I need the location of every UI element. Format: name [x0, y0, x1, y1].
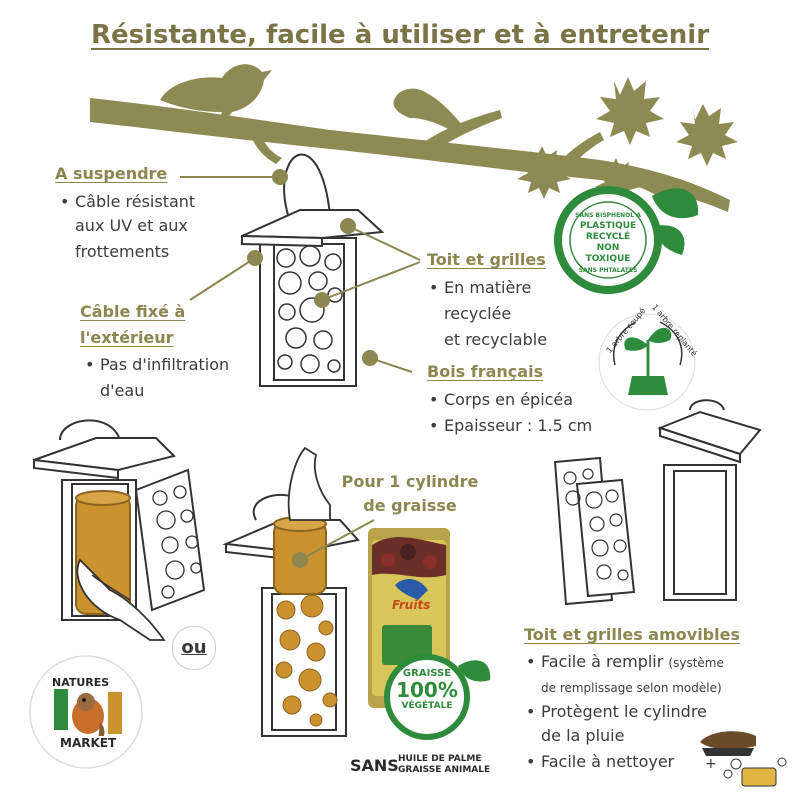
- sans-line-2: GRAISSE ANIMALE: [398, 765, 491, 775]
- cable-heading-1: Câble fixé à: [80, 302, 186, 321]
- wood-item-1: Corps en épicéa: [429, 388, 573, 412]
- roof-heading: Toit et grilles: [427, 250, 546, 269]
- soap-icon: [723, 757, 787, 787]
- cylinder-label-1: Pour 1 cylindre: [341, 472, 479, 491]
- cable-item-2: d'eau: [100, 381, 145, 400]
- fat-badge-bottom: VÉGÉTALE: [401, 701, 453, 711]
- wood-item-2: Epaisseur : 1.5 cm: [429, 414, 592, 438]
- plastic-badge-top: SANS BISPHENOL A: [575, 212, 641, 219]
- sans-line-1: HUILE DE PALME: [398, 754, 482, 764]
- removable-parts: [553, 399, 762, 606]
- or-badge: ou: [172, 626, 216, 670]
- plastic-badge-l4: TOXIQUE: [585, 254, 631, 264]
- roof-item-1: En matière: [429, 276, 531, 300]
- wood-heading: Bois français: [427, 362, 544, 381]
- suspend-item-3: frottements: [75, 242, 170, 261]
- removable-item-2: Protègent le cylindre: [526, 700, 707, 724]
- maple-leaf-icon: [517, 77, 738, 205]
- suspend-item-1: Câble résistant: [60, 190, 195, 214]
- pointer-dots: [247, 169, 378, 366]
- fat-badge-text: GRAISSE 100% VÉGÉTALE: [387, 668, 467, 711]
- plastic-badge-l1: PLASTIQUE: [579, 221, 637, 231]
- page-title: Résistante, facile à utiliser et à entre…: [90, 20, 710, 50]
- feeder-main: [241, 153, 385, 387]
- pointer-dot-cylinder: [292, 552, 308, 568]
- suspend-item-2: aux UV et aux: [75, 216, 188, 235]
- removable-item-1-note-2: de remplissage selon modèle): [541, 681, 722, 695]
- cylinder-label-2: de graisse: [363, 496, 457, 515]
- sans-word: SANS: [350, 756, 399, 775]
- roof-item-2: recyclée: [444, 304, 512, 323]
- brand-logo: [29, 655, 143, 769]
- cable-item-1: Pas d'infiltration: [85, 353, 229, 377]
- plus-sign: +: [705, 756, 717, 772]
- plastic-badge-text: SANS BISPHENOL A PLASTIQUE RECYCLÉ NON T…: [566, 210, 650, 276]
- package-label: Fruits: [392, 598, 431, 612]
- roof-item-3: et recyclable: [444, 330, 548, 349]
- removable-item-2-cont: de la pluie: [541, 726, 625, 745]
- fat-badge-mid: 100%: [396, 678, 458, 702]
- plastic-badge-l2: RECYCLÉ: [585, 232, 631, 242]
- plastic-badge-bottom: SANS PHTALATES: [578, 267, 638, 274]
- brand-line-2: MARKET: [58, 736, 119, 750]
- removable-item-1-text: Facile à remplir: [541, 652, 664, 671]
- plastic-badge-l3: NON: [596, 243, 620, 253]
- removable-item-1: Facile à remplir (système: [526, 650, 724, 675]
- removable-heading: Toit et grilles amovibles: [524, 625, 740, 644]
- cable-heading-2: l'extérieur: [80, 328, 174, 347]
- removable-item-3: Facile à nettoyer: [526, 750, 674, 774]
- removable-item-1-note: (système: [668, 656, 724, 670]
- brush-icon: [700, 731, 756, 756]
- brand-line-1: NATURES: [50, 676, 112, 689]
- bird-icon: [160, 64, 468, 134]
- fat-badge-top: GRAISSE: [402, 668, 452, 679]
- pointer-lines: [180, 176, 421, 373]
- plastic-badge: [554, 186, 699, 294]
- suspend-heading: A suspendre: [55, 164, 168, 183]
- feeder-filling-middle: [222, 446, 375, 737]
- vegetable-fat-badge: [384, 654, 491, 740]
- tree-badge: [598, 313, 696, 411]
- sans-lines: HUILE DE PALME GRAISSE ANIMALE: [398, 754, 490, 776]
- feeder-open-left: [33, 419, 206, 641]
